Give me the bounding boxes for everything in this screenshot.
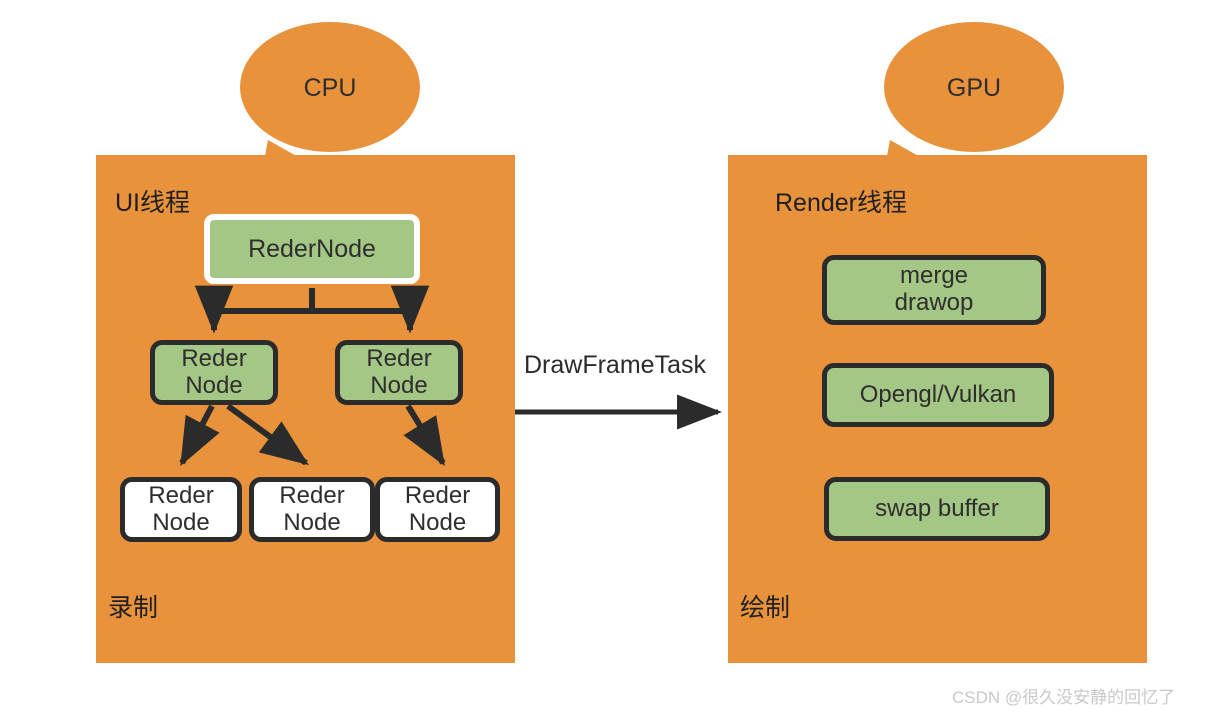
gpu-bubble-label: GPU [946, 74, 1002, 102]
drawframetask-label: DrawFrameTask [524, 351, 706, 379]
stage-merge-drawop[interactable]: merge drawop [822, 255, 1046, 325]
render-thread-title: Render线程 [775, 189, 907, 217]
ui-thread-title: UI线程 [115, 189, 191, 217]
csdn-watermark: CSDN @很久没安静的回忆了 [952, 688, 1176, 707]
render-node-level3-1[interactable]: Reder Node [249, 477, 375, 542]
render-node-level3-2[interactable]: Reder Node [375, 477, 500, 542]
ui-thread-footer: 录制 [108, 594, 159, 622]
render-thread-footer: 绘制 [740, 594, 791, 622]
render-node-level2-1[interactable]: Reder Node [335, 340, 463, 405]
render-node-level2-0[interactable]: Reder Node [150, 340, 278, 405]
stage-opengl-vulkan[interactable]: Opengl/Vulkan [822, 363, 1054, 427]
render-node-level3-0[interactable]: Reder Node [120, 477, 242, 542]
tree-edges [179, 285, 446, 467]
cpu-bubble-label: CPU [303, 74, 357, 102]
render-node-root[interactable]: RederNode [204, 214, 420, 284]
stage-swap-buffer[interactable]: swap buffer [824, 477, 1050, 541]
